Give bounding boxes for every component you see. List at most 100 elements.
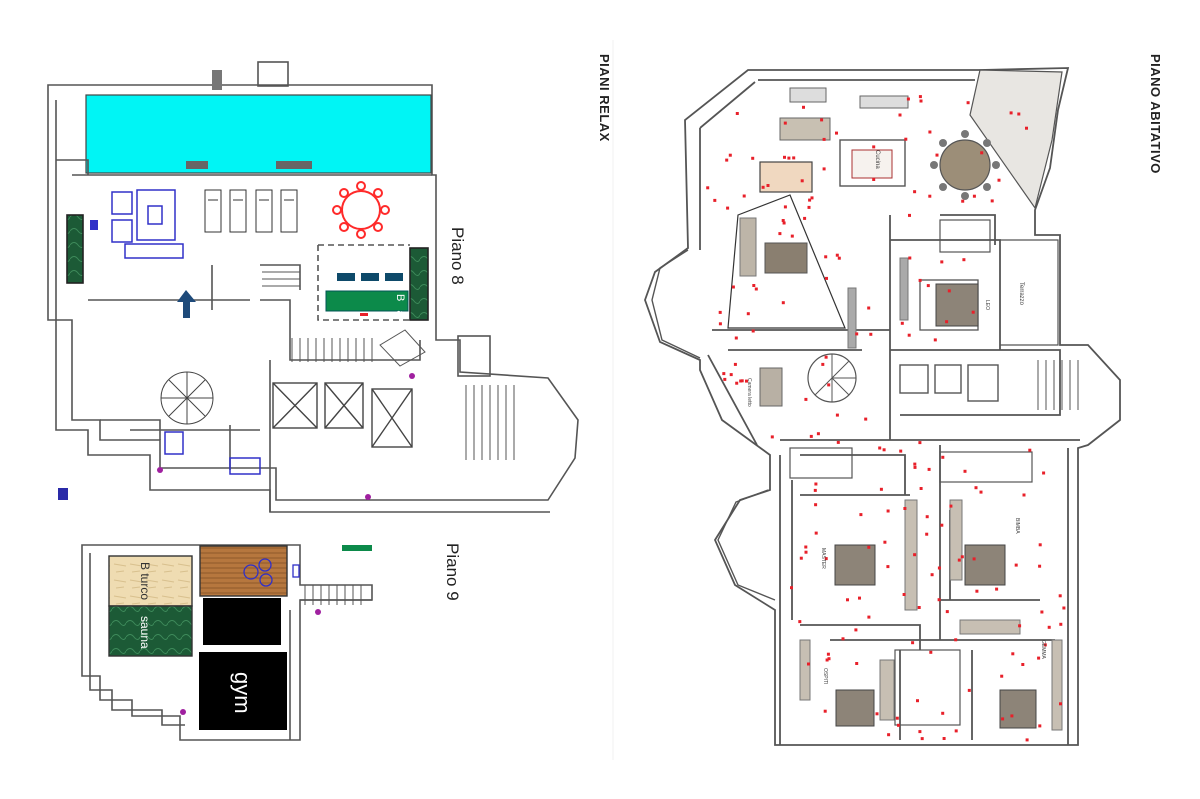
light-marker [918,95,922,99]
light-marker [941,455,945,459]
room-label-gemma: GEMMA [1040,640,1046,659]
light-marker [1042,471,1046,475]
light-marker [908,213,911,217]
room-label-cucina: Cucina [874,150,880,169]
light-marker [908,256,912,260]
purple-markers [157,373,415,500]
light-marker [913,465,917,469]
light-marker [781,219,785,222]
light-marker [739,379,743,383]
light-marker [827,657,831,661]
light-marker [878,446,882,450]
light-marker [902,593,906,596]
light-marker [735,112,739,115]
light-marker [963,469,967,473]
light-marker [725,158,729,162]
sauna-room [108,605,193,657]
bar-counter [325,273,409,316]
light-marker [957,558,961,562]
light-marker [933,338,937,342]
light-marker [919,487,923,490]
light-marker [808,198,812,202]
light-marker [925,532,929,536]
light-marker [927,467,931,471]
light-marker [942,737,946,740]
light-marker [940,523,944,527]
light-marker [1028,448,1032,452]
light-marker [918,278,922,282]
light-marker [867,615,871,619]
light-marker [734,336,738,340]
light-marker [745,379,748,383]
light-marker [1025,738,1029,742]
light-marker [841,637,845,641]
light-marker [897,723,900,727]
light-marker [1010,714,1014,718]
light-marker [869,332,873,336]
room-label-gym: gym [230,672,255,714]
light-marker [814,503,818,507]
light-markers [706,95,1066,742]
marble-panel-right [409,247,429,321]
room-label-bagno-turco: B turco [138,562,152,601]
light-marker [782,221,786,225]
light-marker [798,620,802,624]
light-marker [854,628,858,632]
piano-8-plan [47,61,579,513]
light-marker [867,306,871,310]
light-marker [718,310,722,314]
light-marker [900,321,904,325]
light-marker [783,155,786,159]
light-marker [766,184,770,187]
light-marker [835,413,839,417]
piano-9-plan [81,544,373,741]
light-marker [1014,563,1018,567]
light-marker [827,383,831,387]
room-label-ospiti: OSPITI [822,668,828,685]
light-marker [997,178,1001,182]
light-marker [980,151,984,155]
light-marker [807,662,810,666]
light-marker [746,312,750,316]
light-marker [1047,625,1051,629]
light-marker [1001,717,1005,721]
light-marker [1018,624,1022,628]
light-marker [975,589,979,593]
spiral-stair-icon [160,371,214,425]
floor-label-piano-8: Piano 8 [448,227,467,285]
light-marker [823,709,827,713]
light-marker [855,662,859,665]
light-marker [790,586,793,590]
light-marker [822,167,826,171]
light-marker [1000,674,1004,678]
light-marker [867,545,871,549]
light-marker [787,156,791,160]
light-marker [800,179,804,183]
light-marker [825,276,828,280]
light-marker [809,434,813,438]
light-marker [949,504,953,508]
light-marker [1009,111,1013,115]
light-marker [920,737,924,741]
light-marker [807,205,811,209]
light-marker [751,329,755,333]
lounge-furniture [58,189,261,500]
light-marker [966,101,970,105]
light-marker [940,260,944,264]
light-marker [718,322,722,326]
light-marker [1040,610,1044,614]
light-marker [761,185,765,189]
light-marker [961,199,965,203]
light-marker [887,733,891,737]
light-marker [935,153,939,157]
dining-table-round [332,181,390,239]
light-marker [883,540,887,544]
room-label-bar: B a r + k [394,294,406,363]
light-marker [792,156,796,160]
light-marker [972,194,976,198]
light-marker [1059,702,1062,706]
light-marker [706,186,710,190]
light-marker [1059,622,1063,626]
light-marker [945,610,949,614]
